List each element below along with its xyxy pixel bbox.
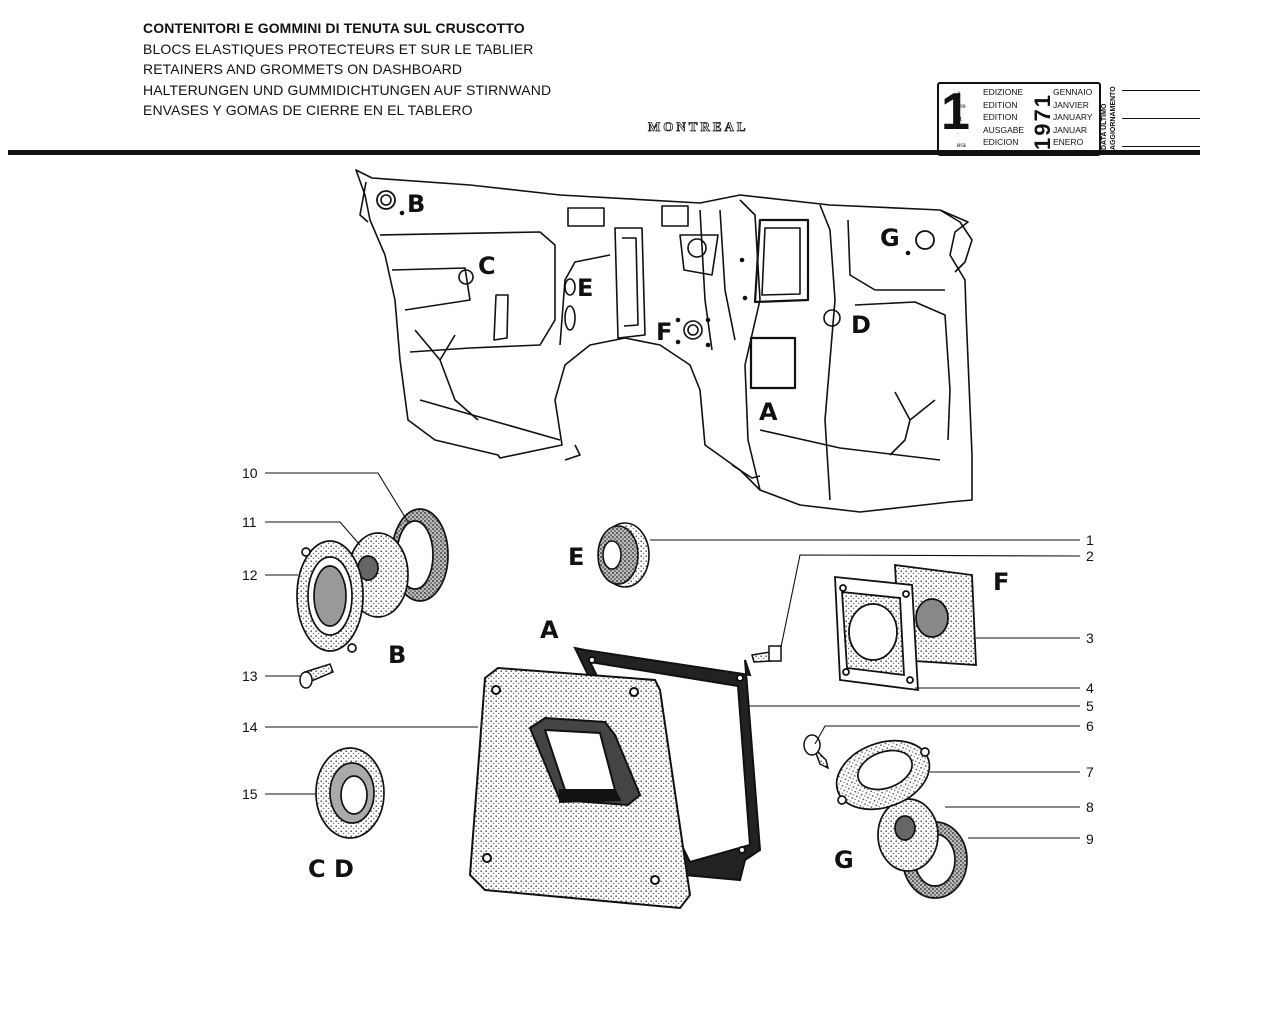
edition-box — [937, 82, 1101, 156]
part-label-f: F — [993, 568, 1009, 596]
part-label-e: E — [568, 543, 584, 571]
update-line-1 — [1122, 90, 1200, 91]
callout-1: 1 — [1086, 532, 1094, 548]
callout-11: 11 — [242, 514, 257, 530]
title-german: HALTERUNGEN UND GUMMIDICHTUNGEN AUF STIR… — [143, 81, 552, 98]
update-line-2 — [1122, 118, 1200, 119]
callout-12: 12 — [242, 567, 258, 583]
part-g-grommets — [835, 739, 968, 899]
header-rule — [8, 150, 1200, 155]
edition-number: 1 — [941, 83, 970, 141]
part-e-grommet — [597, 522, 650, 588]
title-block: CONTENITORI E GOMMINI DI TENUTA SUL CRUS… — [143, 18, 623, 121]
callout-6: 6 — [1086, 718, 1094, 734]
callout-4: 4 — [1086, 680, 1094, 696]
callout-2: 2 — [1086, 548, 1094, 564]
part-cd-grommet — [315, 747, 385, 839]
callout-10: 10 — [242, 465, 258, 481]
callout-5: 5 — [1086, 698, 1094, 714]
leader-lines — [265, 472, 1081, 839]
part-f-flanges — [834, 563, 977, 692]
edition-suffixes: a ère st . era — [957, 91, 966, 149]
part-a-boot — [468, 646, 762, 910]
edition-months: GENNAIO JANVIER JANUARY JANUAR ENERO — [1053, 87, 1093, 147]
panel-label-a: A — [759, 398, 778, 426]
callout-9: 9 — [1086, 831, 1094, 847]
edition-words: EDIZIONE EDITION EDITION AUSGABE EDICION — [983, 87, 1025, 147]
panel-label-e: E — [577, 274, 593, 302]
part-b-grommets — [296, 508, 449, 653]
panel-label-b: B — [407, 190, 425, 218]
panel-label-c: C — [478, 252, 496, 280]
callout-15: 15 — [242, 786, 258, 802]
panel-label-f: F — [656, 318, 672, 346]
callout-14: 14 — [242, 719, 258, 735]
part-label-g: G — [834, 846, 854, 874]
title-italian: CONTENITORI E GOMMINI DI TENUTA SUL CRUS… — [143, 20, 525, 36]
screw-6 — [803, 734, 830, 770]
part-label-b: B — [388, 641, 406, 669]
panel-label-g: G — [880, 224, 900, 252]
dashboard-panel — [355, 169, 973, 513]
callout-13: 13 — [242, 668, 258, 684]
title-english: RETAINERS AND GROMMETS ON DASHBOARD — [143, 61, 463, 77]
brand-logo: MONTREAL — [648, 119, 749, 135]
screw-13 — [299, 663, 334, 689]
part-label-cd: C D — [308, 855, 354, 883]
title-spanish: ENVASES Y GOMAS DE CIERRE EN EL TABLERO — [143, 102, 473, 118]
title-french: BLOCS ELASTIQUES PROTECTEURS ET SUR LE T… — [143, 40, 534, 57]
callout-3: 3 — [1086, 630, 1094, 646]
panel-label-d: D — [851, 311, 871, 339]
update-line-3 — [1122, 146, 1200, 147]
part-label-a: A — [540, 616, 559, 644]
screw-2 — [751, 645, 782, 663]
callout-7: 7 — [1086, 764, 1094, 780]
callout-8: 8 — [1086, 799, 1094, 815]
